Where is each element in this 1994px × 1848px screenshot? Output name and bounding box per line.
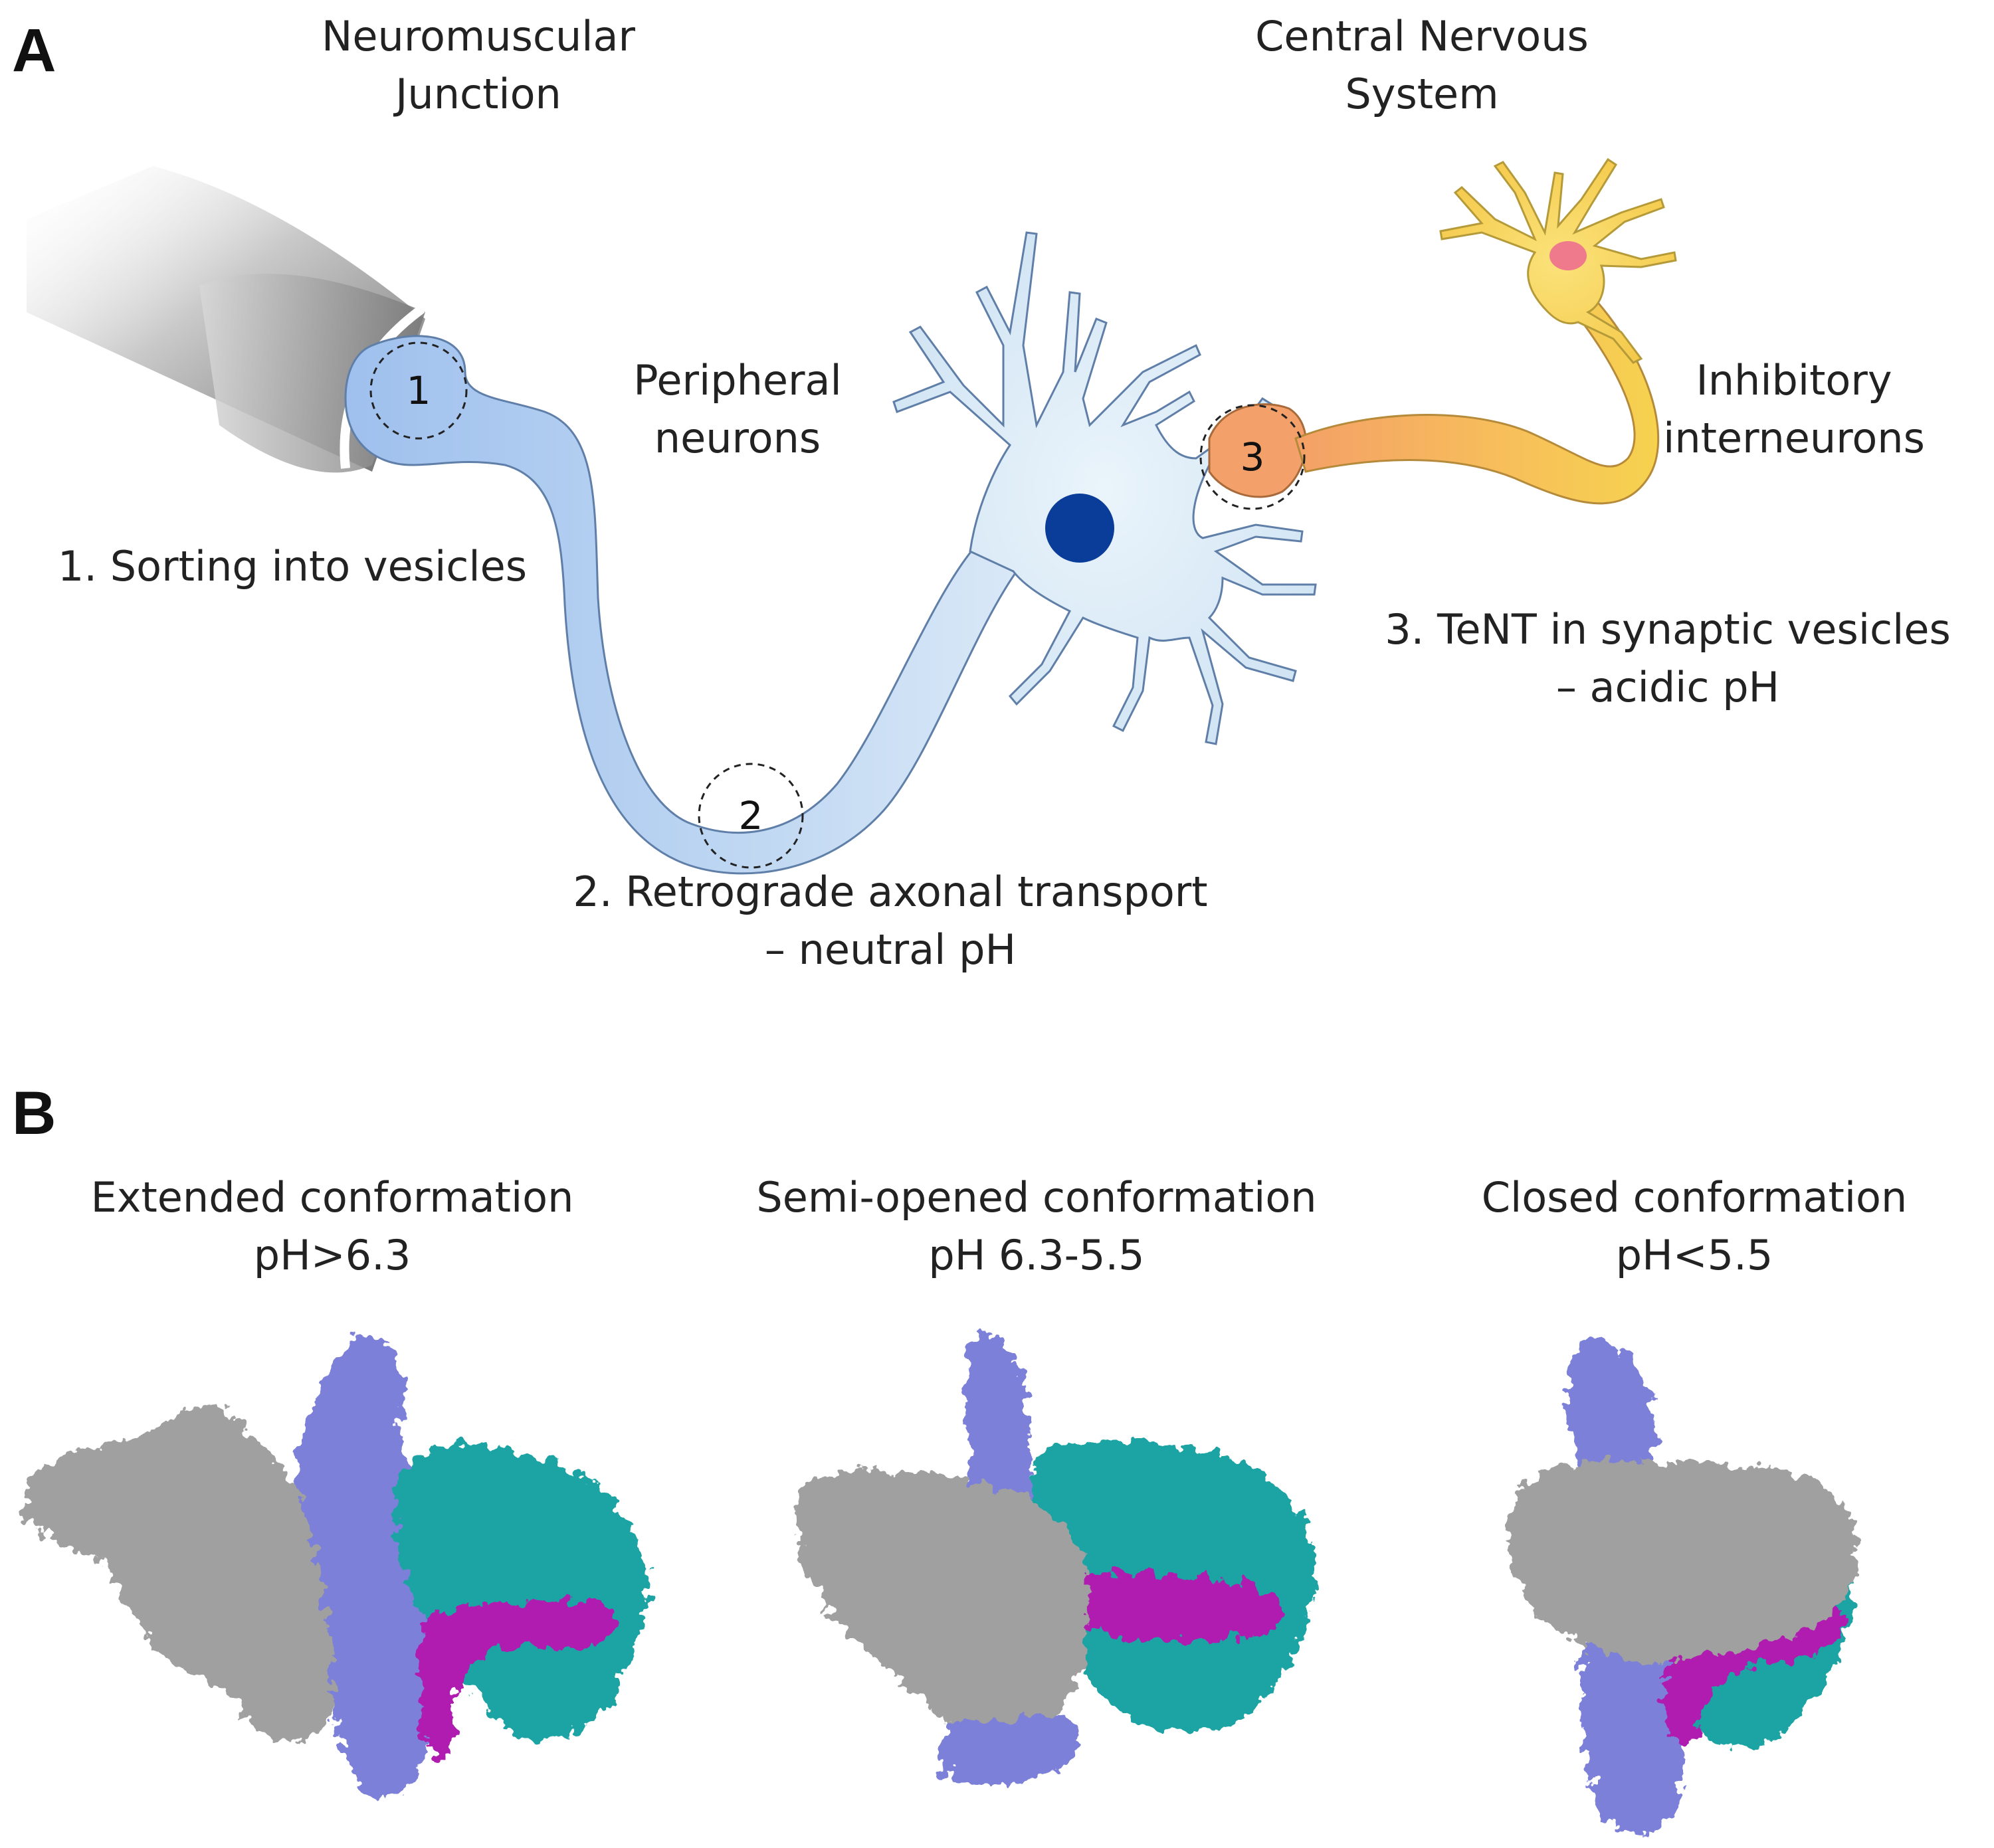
label-closed-conformation: Closed conformation pH<5.5 — [1415, 1169, 1973, 1285]
semi-opened-conformation-ph: pH 6.3-5.5 — [928, 1230, 1145, 1279]
panel-letter-a: A — [12, 17, 56, 84]
label-central-nervous-system: Central Nervous System — [1223, 8, 1621, 124]
label-semi-opened-conformation: Semi-opened conformation pH 6.3-5.5 — [704, 1169, 1369, 1285]
step-marker-3: 3 — [1199, 404, 1306, 510]
label-inhibitory-interneurons: Inhibitory interneurons — [1641, 352, 1947, 468]
label-neuromuscular-junction-line1: Neuromuscular — [322, 12, 635, 60]
label-step-1: 1. Sorting into vesicles — [57, 542, 528, 591]
protein-closed — [1508, 1340, 1857, 1835]
closed-conformation-ph: pH<5.5 — [1615, 1230, 1773, 1279]
closed-conformation-name: Closed conformation — [1481, 1173, 1908, 1222]
semi-gray-domain — [796, 1469, 1090, 1745]
step-marker-1: 1 — [369, 341, 468, 440]
extended-magenta-region — [418, 1600, 618, 1760]
semi-blue-tail — [938, 1714, 1080, 1784]
label-peripheral-neurons: Peripheral neurons — [585, 352, 890, 468]
protein-extended — [27, 1334, 648, 1797]
label-inhibitory-line2: interneurons — [1663, 413, 1925, 462]
step-marker-2: 2 — [698, 763, 804, 869]
inhibitory-interneuron — [1208, 157, 1677, 505]
step-marker-2-label: 2 — [739, 793, 763, 838]
label-cns-line2: System — [1345, 69, 1499, 118]
label-neuromuscular-junction-line2: Junction — [395, 69, 561, 118]
label-peripheral-line1: Peripheral — [633, 356, 842, 405]
extended-conformation-name: Extended conformation — [90, 1173, 574, 1222]
semi-magenta-region — [1077, 1572, 1280, 1641]
extended-gray-domain — [27, 1406, 338, 1742]
label-peripheral-line2: neurons — [654, 413, 821, 462]
peripheral-soma — [892, 231, 1317, 745]
closed-blue-top — [1567, 1340, 1655, 1500]
peripheral-neuron — [344, 231, 1317, 875]
extended-blue-domain — [298, 1334, 437, 1797]
label-step-2-line1: 2. Retrograde axonal transport — [573, 868, 1208, 916]
peripheral-nucleus — [1045, 494, 1114, 563]
label-extended-conformation: Extended conformation pH>6.3 — [40, 1169, 625, 1285]
semi-opened-conformation-name: Semi-opened conformation — [756, 1173, 1317, 1222]
panel-letter-b: B — [12, 1079, 56, 1147]
extended-conformation-ph: pH>6.3 — [253, 1230, 411, 1279]
label-cns-line1: Central Nervous — [1255, 12, 1589, 60]
peripheral-axon — [344, 335, 1019, 875]
closed-gray-domain — [1508, 1461, 1857, 1662]
label-step-3-line1: 3. TeNT in synaptic vesicles — [1385, 605, 1951, 654]
interneuron-nucleus — [1549, 241, 1587, 270]
step-marker-3-label: 3 — [1241, 434, 1265, 480]
label-neuromuscular-junction: Neuromuscular Junction — [279, 8, 678, 124]
label-step-2-line2: – neutral pH — [764, 925, 1017, 974]
label-step-3: 3. TeNT in synaptic vesicles – acidic pH — [1355, 601, 1980, 717]
label-step-3-line2: – acidic pH — [1555, 662, 1780, 711]
step-marker-1-label: 1 — [407, 368, 431, 413]
protein-semi-opened — [796, 1334, 1317, 1784]
label-step-2: 2. Retrograde axonal transport – neutral… — [525, 864, 1256, 979]
label-inhibitory-line1: Inhibitory — [1696, 356, 1892, 405]
closed-blue-bottom — [1581, 1619, 1684, 1835]
